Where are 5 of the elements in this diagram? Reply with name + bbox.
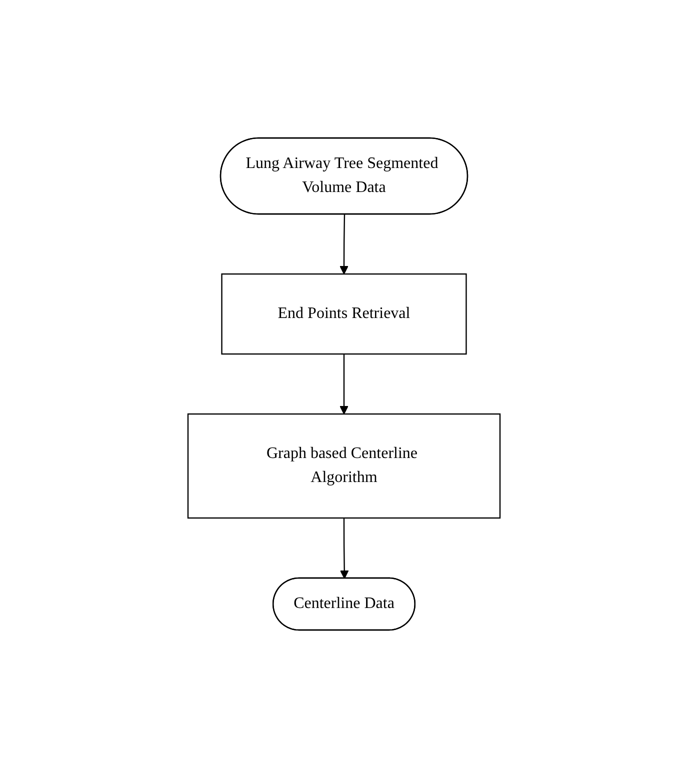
arrow <box>340 518 349 579</box>
node-box: End Points Retrieval <box>221 273 467 355</box>
arrow <box>340 354 348 414</box>
node-box: Graph based Centerline Algorithm <box>187 413 501 519</box>
arrow <box>340 214 348 274</box>
